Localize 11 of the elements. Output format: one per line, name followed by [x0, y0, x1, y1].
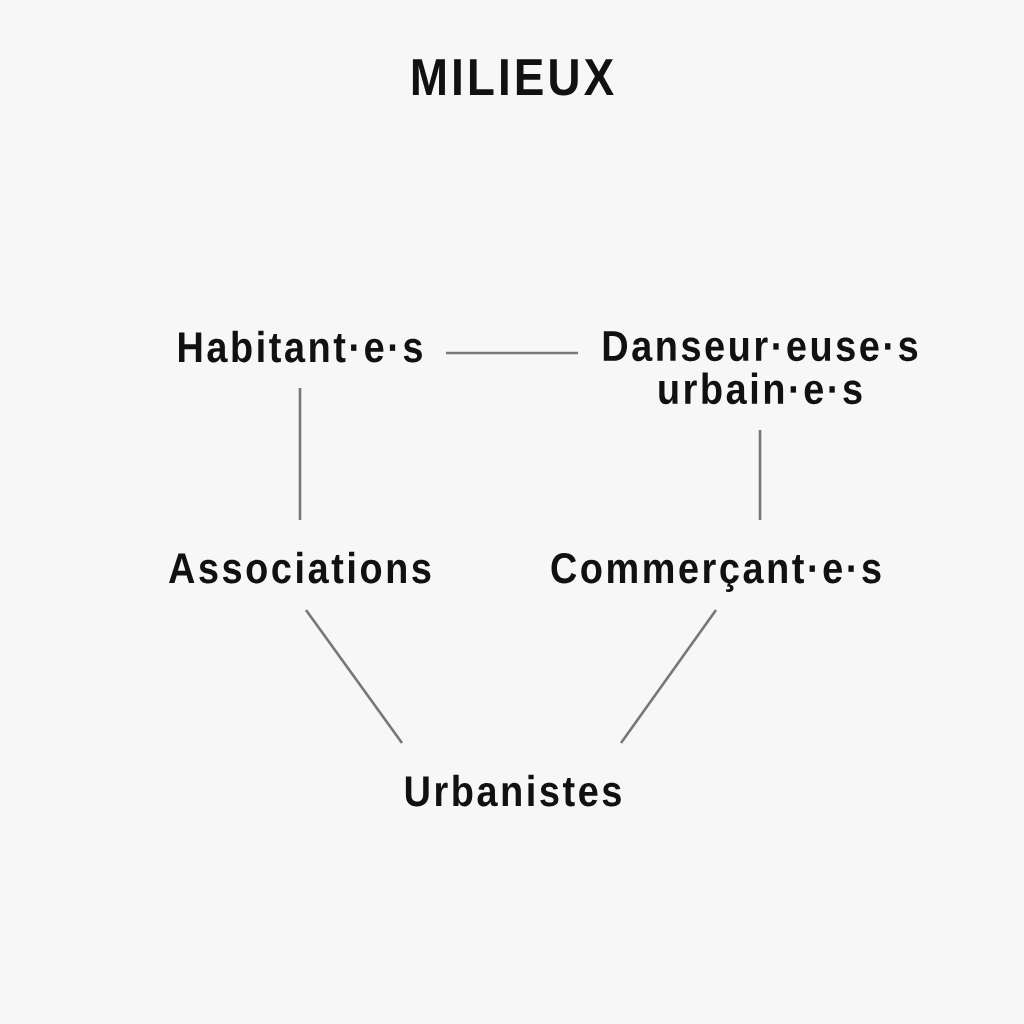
actor-label: Habitant·e·s [179, 330, 422, 363]
connector-line [446, 351, 578, 355]
actor-label: Associations [169, 551, 431, 584]
title: MILIEUX [412, 59, 614, 96]
connector-line [619, 609, 718, 744]
connector-line [304, 609, 404, 744]
connector-line [298, 388, 302, 520]
actor-label: Commerçant·e·s [551, 552, 881, 592]
actor-label: Danseur·euse·s urbain·e·s [603, 331, 918, 405]
connector-line [758, 430, 762, 520]
actor-label: Urbanistes [405, 774, 621, 807]
